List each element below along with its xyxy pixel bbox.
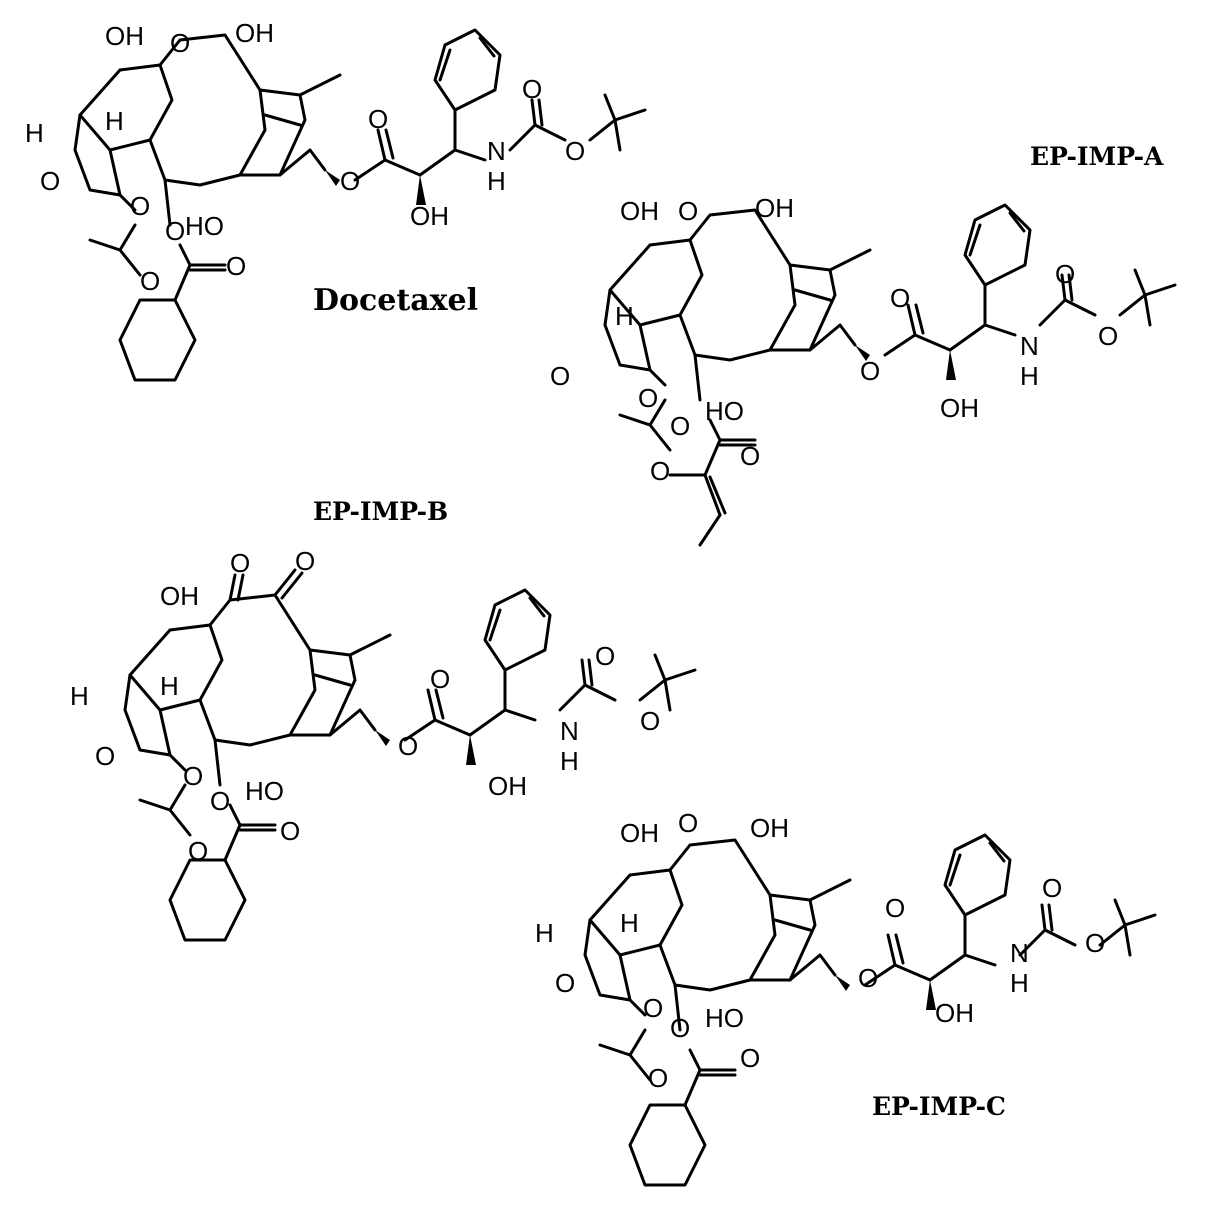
oxygen-label: O bbox=[740, 1043, 760, 1073]
hydrogen-label: H bbox=[560, 746, 579, 776]
hydroxyl-label: OH bbox=[750, 813, 789, 843]
oxygen-label: O bbox=[1098, 321, 1118, 351]
docetaxel-caption: Docetaxel bbox=[313, 283, 478, 318]
oxygen-label: O bbox=[522, 74, 542, 104]
nitrogen-label: N bbox=[560, 716, 579, 746]
hydroxyl-label: OH bbox=[235, 18, 274, 48]
hydrogen-label: H bbox=[615, 301, 634, 331]
oxygen-label: O bbox=[555, 968, 575, 998]
oxygen-label: O bbox=[188, 836, 208, 866]
nitrogen-label: N bbox=[1020, 331, 1039, 361]
oxygen-label: O bbox=[648, 1063, 668, 1093]
oxygen-label: O bbox=[165, 216, 185, 246]
hydroxyl-label: OH bbox=[940, 393, 979, 423]
hydrogen-label: H bbox=[160, 671, 179, 701]
oxygen-label: O bbox=[398, 731, 418, 761]
oxygen-label: O bbox=[858, 963, 878, 993]
nitrogen-label: N bbox=[487, 136, 506, 166]
docetaxel-structure: OH O OH H H O O O HO O O O O OH N H O O … bbox=[25, 18, 647, 382]
oxygen-label: O bbox=[670, 1013, 690, 1043]
ep-imp-b-structure: OH O O H H O O O HO O O O O OH N H O O bbox=[70, 546, 697, 942]
oxygen-label: O bbox=[885, 893, 905, 923]
oxygen-label: O bbox=[1085, 928, 1105, 958]
oxygen-label: O bbox=[40, 166, 60, 196]
hydrogen-label: H bbox=[105, 106, 124, 136]
oxygen-label: O bbox=[740, 441, 760, 471]
ep-imp-a-structure: OH O OH H O O O HO O O O O OH N H O O bbox=[550, 193, 1177, 547]
oxygen-label: O bbox=[295, 546, 315, 576]
oxygen-label: O bbox=[550, 361, 570, 391]
hydroxyl-label: HO bbox=[185, 211, 224, 241]
oxygen-label: O bbox=[595, 641, 615, 671]
oxygen-label: O bbox=[95, 741, 115, 771]
hydrogen-label: H bbox=[1010, 968, 1029, 998]
oxygen-label: O bbox=[430, 664, 450, 694]
oxygen-label: O bbox=[1042, 873, 1062, 903]
oxygen-label: O bbox=[340, 166, 360, 196]
ep-imp-c-structure: OH O OH H H O O O HO O O O O OH N H O O bbox=[535, 808, 1157, 1187]
hydroxyl-label: OH bbox=[755, 193, 794, 223]
oxygen-label: O bbox=[650, 456, 670, 486]
hydroxyl-label: OH bbox=[160, 581, 199, 611]
hydrogen-label: H bbox=[620, 908, 639, 938]
hydrogen-label: H bbox=[487, 166, 506, 196]
oxygen-label: O bbox=[640, 706, 660, 736]
hydroxyl-label: OH bbox=[410, 201, 449, 231]
oxygen-label: O bbox=[140, 266, 160, 296]
oxygen-label: O bbox=[130, 191, 150, 221]
oxygen-label: O bbox=[565, 136, 585, 166]
hydroxyl-label: OH bbox=[935, 998, 974, 1028]
hydroxyl-label: OH bbox=[620, 196, 659, 226]
ep-imp-c-caption: EP-IMP-C bbox=[872, 1092, 1006, 1121]
hydroxyl-label: OH bbox=[488, 771, 527, 801]
oxygen-label: O bbox=[183, 761, 203, 791]
hydroxyl-label: HO bbox=[705, 1003, 744, 1033]
oxygen-label: O bbox=[890, 283, 910, 313]
hydroxyl-label: HO bbox=[705, 396, 744, 426]
nitrogen-label: N bbox=[1010, 938, 1029, 968]
oxygen-label: O bbox=[226, 251, 246, 281]
hydrogen-label: H bbox=[70, 681, 89, 711]
oxygen-label: O bbox=[670, 411, 690, 441]
oxygen-label: O bbox=[210, 786, 230, 816]
hydroxyl-label: HO bbox=[245, 776, 284, 806]
hydroxyl-label: OH bbox=[105, 21, 144, 51]
oxygen-label: O bbox=[368, 104, 388, 134]
oxygen-label: O bbox=[678, 196, 698, 226]
hydrogen-label: H bbox=[25, 118, 44, 148]
oxygen-label: O bbox=[170, 28, 190, 58]
oxygen-label: O bbox=[1055, 259, 1075, 289]
ep-imp-b-caption: EP-IMP-B bbox=[313, 497, 448, 526]
oxygen-label: O bbox=[860, 356, 880, 386]
oxygen-label: O bbox=[230, 548, 250, 578]
oxygen-label: O bbox=[678, 808, 698, 838]
hydroxyl-label: OH bbox=[620, 818, 659, 848]
ep-imp-a-caption: EP-IMP-A bbox=[1030, 142, 1164, 171]
hydrogen-label: H bbox=[1020, 361, 1039, 391]
oxygen-label: O bbox=[643, 993, 663, 1023]
hydrogen-label: H bbox=[535, 918, 554, 948]
oxygen-label: O bbox=[638, 383, 658, 413]
oxygen-label: O bbox=[280, 816, 300, 846]
